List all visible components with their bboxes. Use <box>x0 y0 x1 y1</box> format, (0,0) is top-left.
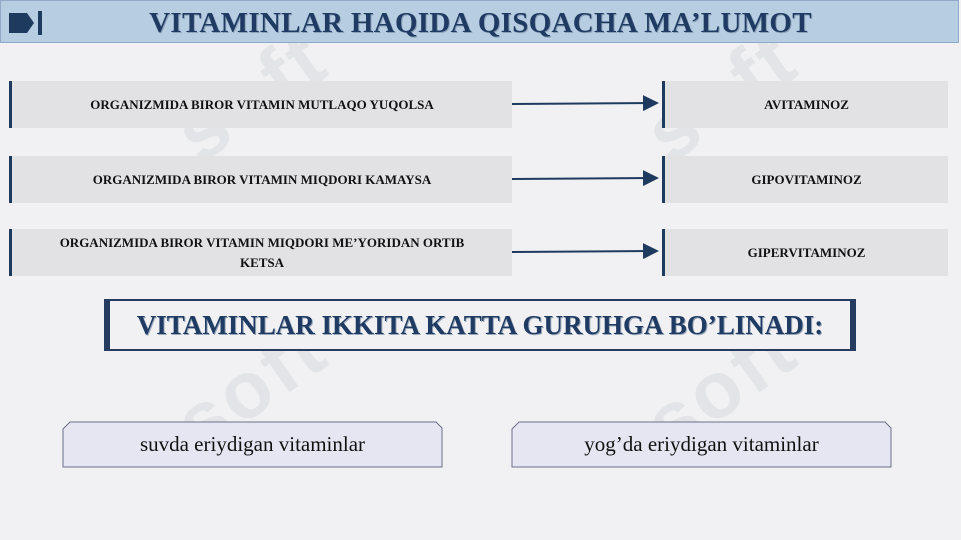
result-box-gipovitaminoz: GIPOVITAMINOZ <box>662 156 948 203</box>
box-shape <box>62 421 443 468</box>
water-soluble-label: suvda eriydigan vitaminlar <box>139 432 366 456</box>
condition-box-2: ORGANIZMIDA BIROR VITAMIN MIQDORI KAMAYS… <box>9 156 512 203</box>
water-soluble-box: suvda eriydigan vitaminlar <box>62 421 443 468</box>
result-box-gipervitaminoz: GIPERVITAMINOZ <box>662 229 948 276</box>
groups-heading: VITAMINLAR IKKITA KATTA GURUHGA BO’LINAD… <box>104 299 856 351</box>
header-bar <box>0 0 959 43</box>
condition-text-3: ORGANIZMIDA BIROR VITAMIN MIQDORI ME’YOR… <box>59 234 465 270</box>
arrow-2 <box>511 170 659 187</box>
condition-box-1: ORGANIZMIDA BIROR VITAMIN MUTLAQO YUQOLS… <box>9 81 512 128</box>
box-shape <box>511 421 892 468</box>
result-box-avitaminoz: AVITAMINOZ <box>662 81 948 128</box>
arrow-3 <box>511 243 659 260</box>
play-bar-icon <box>9 11 42 35</box>
fat-soluble-label: yog’da eriydigan vitaminlar <box>584 432 819 456</box>
page-title: VITAMINLAR HAQIDA QISQACHA MA’LUMOT <box>149 7 812 39</box>
condition-box-3: ORGANIZMIDA BIROR VITAMIN MIQDORI ME’YOR… <box>9 229 512 276</box>
fat-soluble-box: yog’da eriydigan vitaminlar <box>511 421 892 468</box>
arrow-1 <box>511 95 659 112</box>
